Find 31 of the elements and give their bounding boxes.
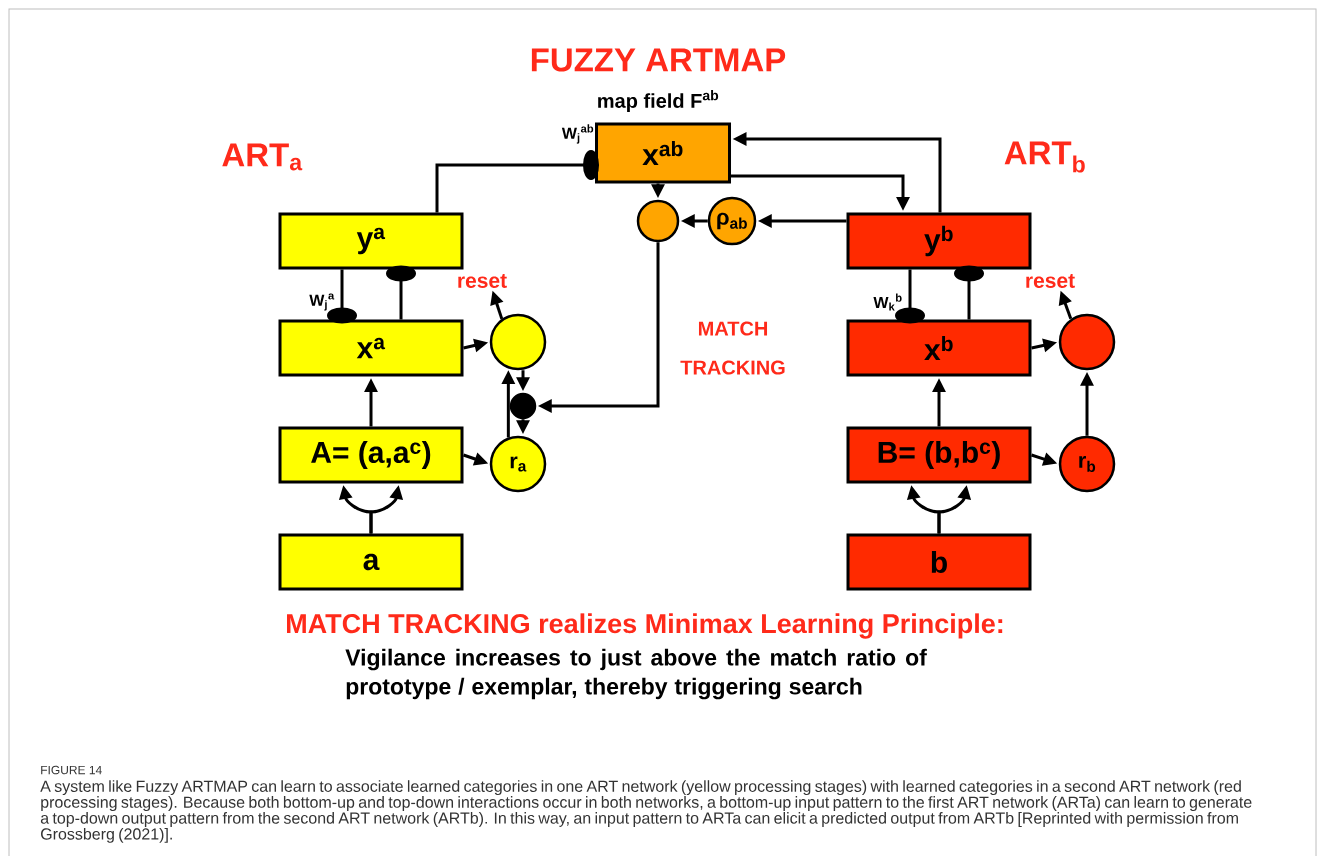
stage-box: x$^{b}$ — [846, 319, 1032, 377]
reset-label: reset — [458, 274, 507, 288]
map-field-box: x$^{ab}$ — [595, 122, 731, 184]
title: FUZZY ARTMAP — [531, 48, 786, 72]
figure-number: FIGURE 14 — [41, 765, 102, 775]
stage-box: A= (a,a$^{c}$) — [278, 426, 464, 484]
stage-box: y$^{a}$ — [278, 212, 464, 270]
stage-box: B= (b,b$^{c}$) — [846, 426, 1032, 484]
junction-dot — [509, 392, 537, 420]
node-circle — [1058, 313, 1116, 371]
arrow — [954, 265, 984, 320]
arrow — [327, 269, 357, 324]
weight-label: W$_{j}$a — [309, 293, 335, 311]
weight-label: W$_{k}$b — [873, 293, 902, 311]
network-label: ART$_{b}$ — [1004, 141, 1085, 173]
stage-box: a — [278, 533, 464, 591]
stage-box: y$^{b}$ — [846, 212, 1032, 270]
node-circle — [489, 313, 547, 371]
stage-box: b — [846, 533, 1032, 591]
node-circle — [636, 199, 680, 243]
arrow — [386, 265, 416, 320]
caption: A system like Fuzzy ARTMAP can learn to associate learned categories in one ART network (yellow processing stages) with learned categories in a second ART network (red processing stages). Because both bottom-up and top-down interactions occur in both networks, a bottom-up input pattern to the first ART network (ARTa) can learn to generate a top-down output pattern from the second ART network (ARTb). In this way, an input pattern to ARTa can elicit a predicted output from ARTb [Reprinted with permission from Grossberg (2021)]. — [40, 780, 1252, 843]
principle-text: Vigilance increases to just above the match ratio of prototype / exemplar, thereby triggering search — [345, 648, 927, 700]
stage-box: x$^{a}$ — [278, 319, 464, 377]
arrow — [435, 150, 599, 213]
match-tracking-label: MATCH TRACKING — [680, 321, 785, 375]
reset-label: reset — [1026, 274, 1075, 288]
network-label: ART$_{a}$ — [222, 143, 303, 171]
arrow — [895, 269, 925, 324]
principle-heading: MATCH TRACKING realizes Minimax Learning Principle: — [287, 613, 1003, 639]
field-heading: map field F$^{ab}$ — [598, 90, 719, 112]
